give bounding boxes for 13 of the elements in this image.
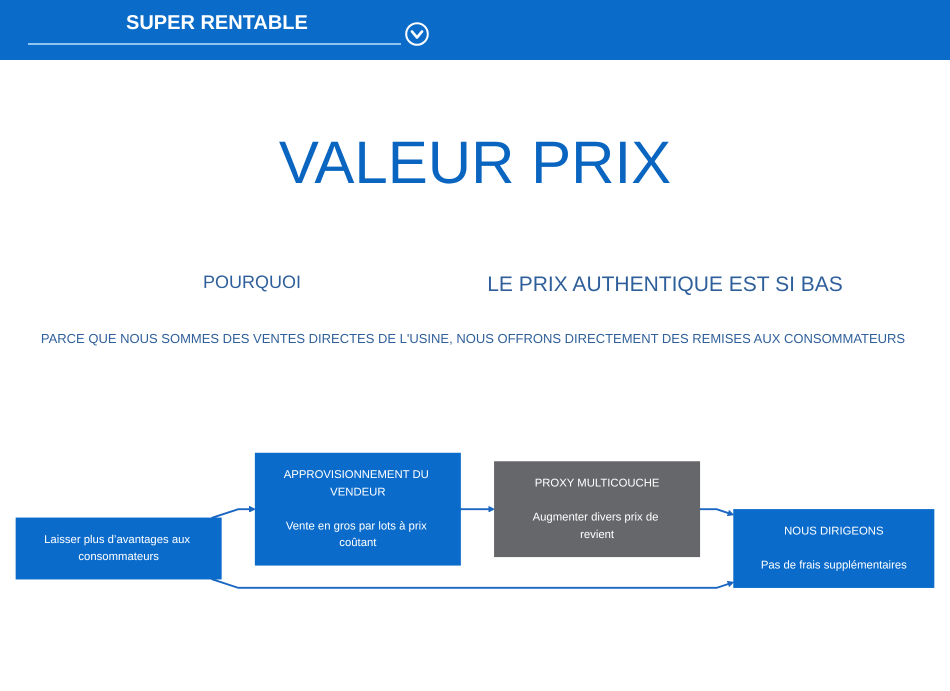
arrow (700, 508, 734, 516)
tagline: PARCE QUE NOUS SOMMES DES VENTES DIRECTES DE L'USINE, NOUS OFFRONS DIRECTEMENT DES REMISES AUX CONSOMMATEURS (40, 331, 906, 346)
node-box: APPROVISIONNEMENT DU VENDEUR Vente en gros par lots à prix coûtant (254, 452, 461, 566)
node-box: Laisser plus d’avantages aux consommateurs (16, 518, 222, 580)
column-heading: LE PRIX AUTHENTIQUE EST SI BAS (487, 273, 843, 297)
node-box: NOUS DIRIGEONS Pas de frais supplémentaires (733, 509, 934, 588)
arrow (211, 578, 734, 589)
arrow (460, 506, 495, 512)
header-title: SUPER RENTABLE (126, 12, 308, 35)
node-box: PROXY MULTICOUCHE Augmenter divers prix de revient (494, 461, 700, 558)
column-heading: POURQUOI (203, 272, 301, 293)
title: VALEUR PRIX (278, 128, 672, 198)
arrow (211, 506, 256, 519)
